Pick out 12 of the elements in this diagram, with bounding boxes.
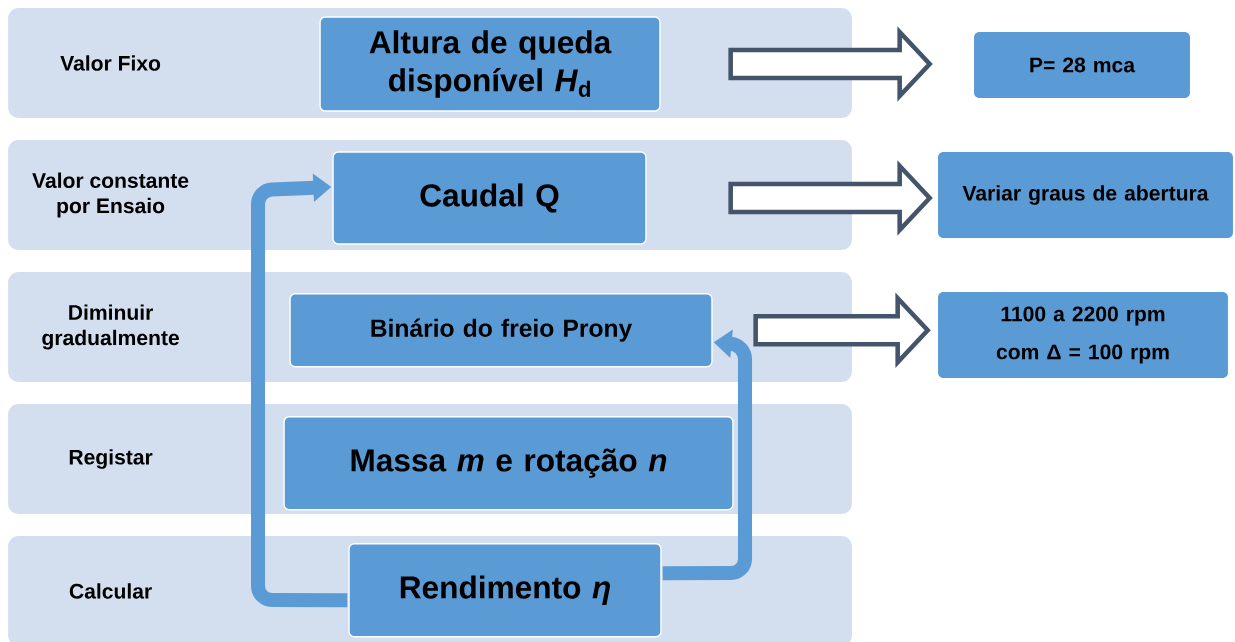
process-box: Binário do freio Prony — [289, 293, 713, 368]
curved-arrow — [251, 173, 348, 608]
result-box: 1100 a 2200 rpm com Δ = 100 rpm — [938, 292, 1228, 378]
process-box: Rendimento η — [348, 543, 662, 638]
hollow-arrow — [728, 160, 933, 236]
process-box: Altura de queda disponível H$_{d}$ — [319, 16, 661, 112]
result-box: Variar graus de abertura — [938, 152, 1233, 238]
hollow-arrow — [728, 26, 933, 102]
hollow-arrow — [753, 292, 931, 368]
result-box: P= 28 mca — [974, 32, 1190, 98]
process-box: Caudal Q — [332, 151, 647, 245]
process-box: Massa m e rotação n — [283, 416, 734, 511]
